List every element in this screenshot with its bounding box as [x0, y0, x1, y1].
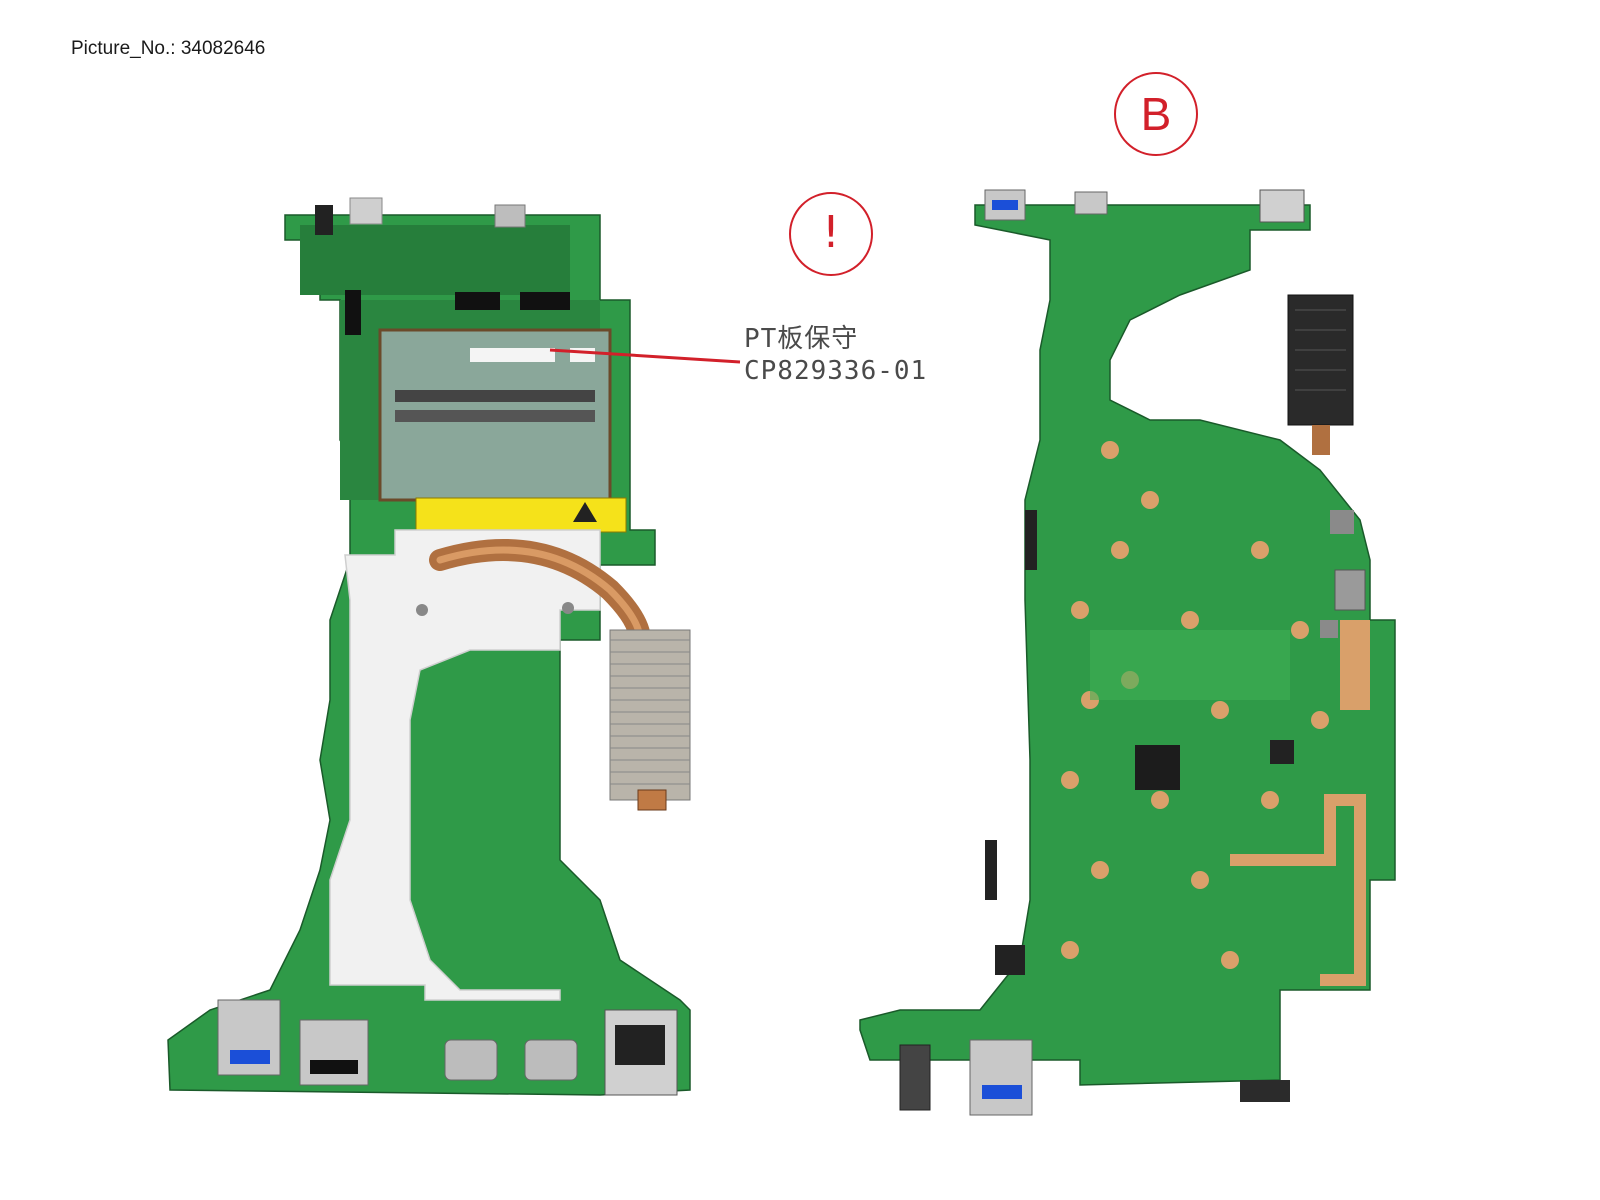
usb-port-right	[969, 1039, 1033, 1116]
hdmi-port	[299, 1019, 369, 1086]
usb-c-port-2	[524, 1039, 578, 1081]
caution-sticker	[415, 497, 627, 533]
part-label-line2: CP829336-01	[744, 356, 928, 386]
part-label-line1: PT板保守	[744, 324, 859, 354]
right-heatsink	[1287, 294, 1354, 455]
right-board-bottom-side	[859, 189, 1396, 1116]
usb-c-port-1	[444, 1039, 498, 1081]
heatsink-fins	[609, 629, 691, 811]
warning-exclamation-icon: !	[789, 192, 873, 276]
controller-chip	[1135, 745, 1180, 790]
left-board-top-side	[167, 197, 691, 1096]
view-b-icon: B	[1114, 72, 1198, 156]
label-leader-line	[549, 348, 741, 364]
picture-number-caption: Picture_No.: 34082646	[71, 38, 266, 59]
part-label: PT板保守 CP829336-01	[744, 323, 927, 387]
